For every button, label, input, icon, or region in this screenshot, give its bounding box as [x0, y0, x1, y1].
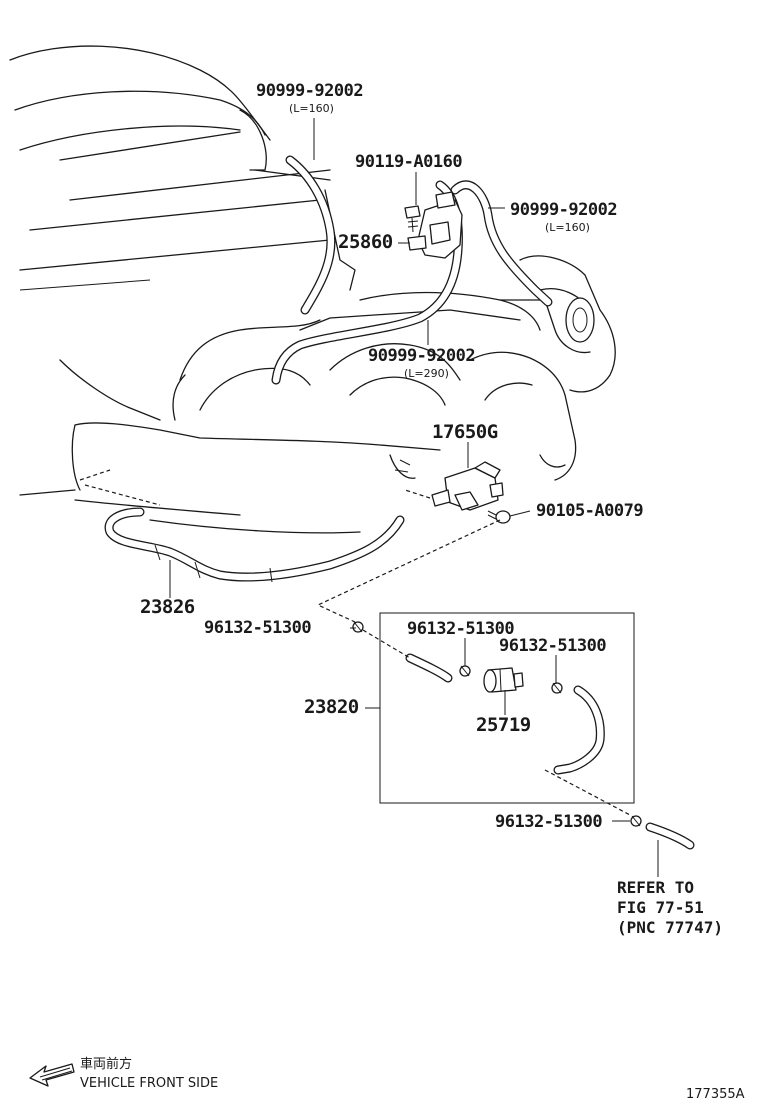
clamp-icon — [459, 665, 471, 677]
label-clamp-box-right: 96132-51300 — [499, 636, 607, 656]
hose-right-90999 — [450, 180, 553, 307]
refer-line-3: (PNC 77747) — [617, 918, 723, 937]
hose-top-90999 — [285, 155, 336, 315]
label-hose-right: 90999-92002 — [510, 200, 618, 220]
hose-23826 — [104, 507, 405, 583]
label-clamp-left: 96132-51300 — [204, 618, 312, 638]
label-filter-25719: 25719 — [476, 714, 531, 736]
engine-outline — [9, 45, 616, 534]
label-hose-right-length: (L=160) — [545, 221, 590, 234]
label-vsv-17650g: 17650G — [432, 421, 498, 443]
clamp-icon — [551, 682, 563, 694]
refer-line-2: FIG 77-51 — [617, 898, 704, 917]
bolt-90119-icon — [404, 205, 421, 233]
vsv-25860-icon — [407, 191, 463, 259]
vehicle-front-en: VEHICLE FRONT SIDE — [80, 1076, 219, 1091]
leader-lines — [169, 118, 659, 877]
illustration-id: 177355A — [686, 1087, 745, 1102]
label-bolt-90119: 90119-A0160 — [355, 152, 463, 172]
hose-out — [645, 822, 695, 850]
label-vsv-25860: 25860 — [338, 231, 393, 253]
hose-small-left — [405, 653, 453, 683]
vsv-17650g-icon — [431, 461, 504, 511]
filter-25719-icon — [483, 667, 524, 693]
label-clamp-box-left: 96132-51300 — [407, 619, 515, 639]
label-assy-23820: 23820 — [304, 696, 359, 718]
dash-connector — [544, 769, 631, 816]
dash-connector — [362, 629, 411, 659]
label-bolt-90105: 90105-A0079 — [536, 501, 644, 521]
dash-connector — [404, 489, 431, 499]
label-hose-mid: 90999-92002 — [368, 346, 476, 366]
clamp-icon — [352, 621, 364, 633]
arrow-left-icon — [29, 1063, 75, 1087]
dash-connector — [316, 519, 501, 623]
bolt-90105-icon — [487, 510, 511, 524]
vehicle-front-jp: 車両前方 — [80, 1057, 133, 1072]
label-hose-23826: 23826 — [140, 596, 195, 618]
label-hose-top: 90999-92002 — [256, 81, 364, 101]
label-hose-mid-length: (L=290) — [404, 367, 449, 380]
label-hose-top-length: (L=160) — [289, 102, 334, 115]
refer-note: REFER TO FIG 77-51 (PNC 77747) — [617, 878, 723, 938]
refer-line-1: REFER TO — [617, 878, 695, 897]
clamp-icon — [630, 815, 642, 827]
label-clamp-bottom: 96132-51300 — [495, 812, 603, 832]
hose-small-right — [553, 685, 605, 775]
